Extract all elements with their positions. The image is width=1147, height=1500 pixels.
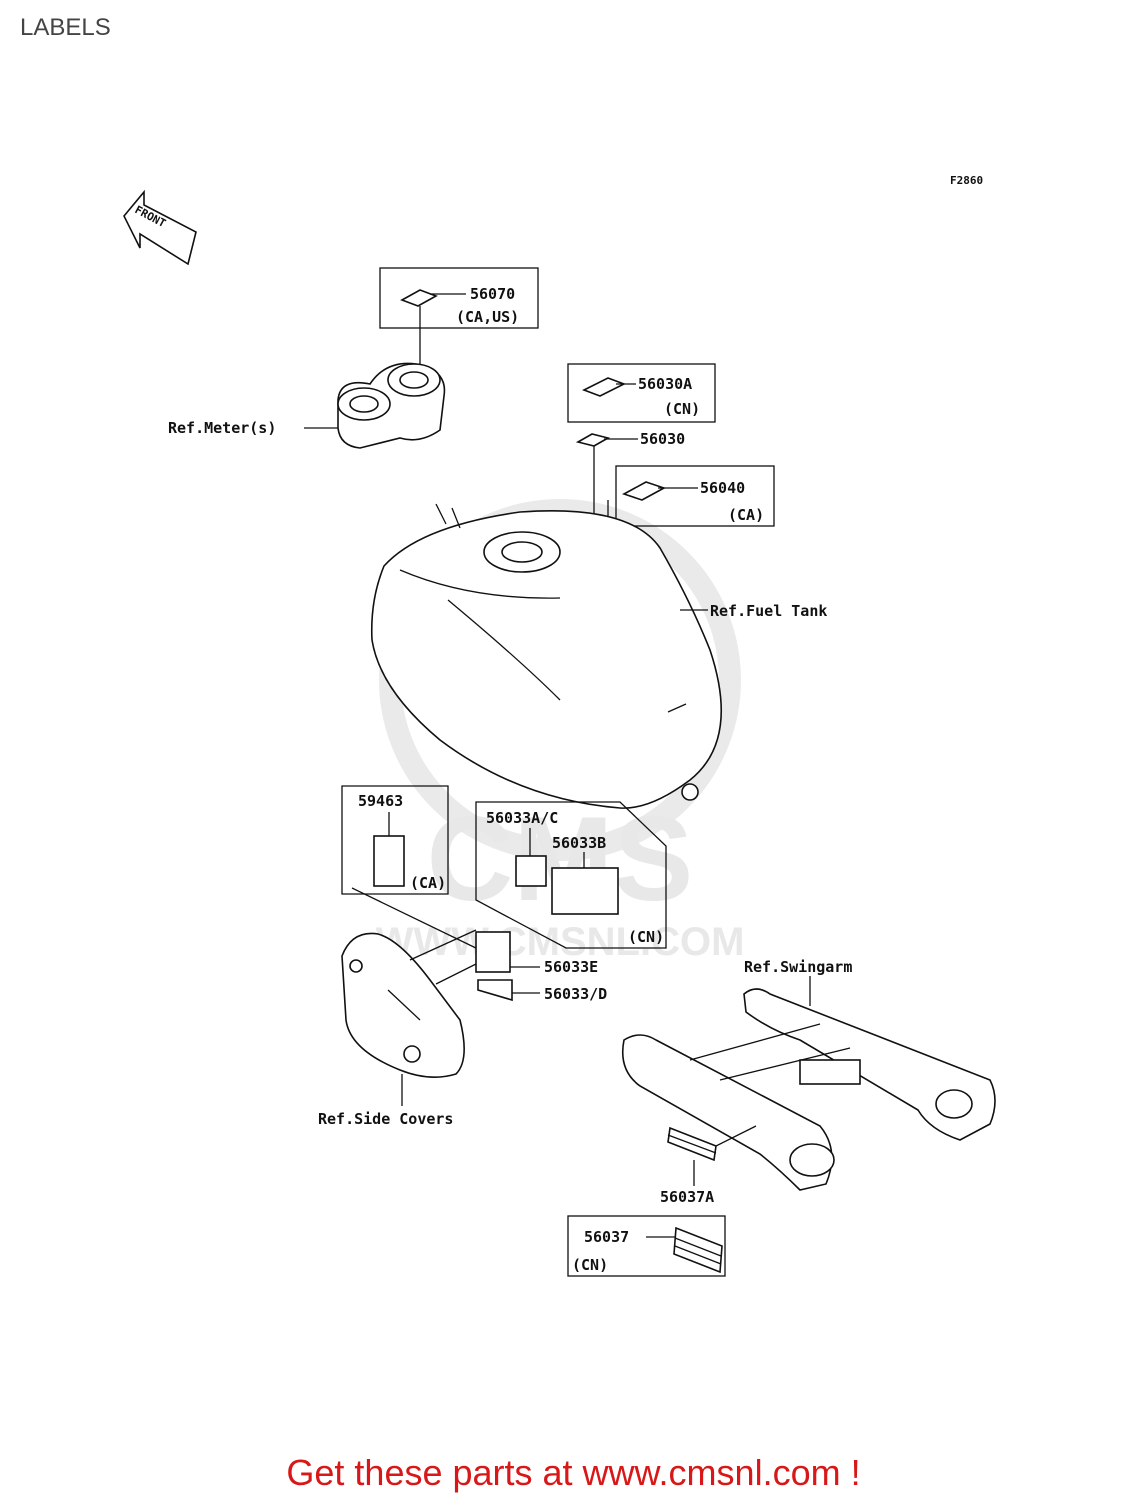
ref-side-covers: Ref.Side Covers xyxy=(318,1110,453,1128)
part-number: 56033B xyxy=(552,834,606,852)
label-sticker-icon xyxy=(515,855,547,887)
label-sticker-icon xyxy=(575,433,611,447)
watermark-url: WWW.CMSNL.COM xyxy=(376,920,745,964)
label-sticker-icon xyxy=(477,979,513,1002)
part-note: (CN) xyxy=(664,400,700,418)
part-number: 56037A xyxy=(660,1188,714,1206)
part-number: 56033E xyxy=(544,958,598,976)
ref-fuel-tank: Ref.Fuel Tank xyxy=(710,602,827,620)
callout-box-56070 xyxy=(379,267,539,329)
callout-box-56030a xyxy=(567,363,716,423)
part-note: (CN) xyxy=(572,1256,608,1274)
parts-diagram: CMS WWW.CMSNL.COM F2860 FRONT 56070 (CA,… xyxy=(123,174,996,1277)
part-number: 56040 xyxy=(700,479,745,497)
fuel-tank xyxy=(370,503,723,809)
footer-link[interactable]: Get these parts at www.cmsnl.com ! xyxy=(286,1452,861,1493)
part-number: 56033/D xyxy=(544,985,607,1003)
ref-swingarm: Ref.Swingarm xyxy=(744,958,852,976)
figure-code: F2860 xyxy=(950,174,983,187)
callout-box-56040 xyxy=(615,465,775,527)
front-arrow-icon: FRONT xyxy=(123,189,197,266)
label-sticker-icon xyxy=(373,835,405,887)
part-note: (CA,US) xyxy=(456,308,519,326)
part-note: (CA) xyxy=(410,874,446,892)
page-title: LABELS xyxy=(20,14,111,41)
callout-box-56033 xyxy=(475,801,667,949)
label-sticker-icon xyxy=(673,1226,723,1274)
label-sticker-icon xyxy=(582,377,626,397)
part-number: 56030 xyxy=(640,430,685,448)
part-number: 56037 xyxy=(584,1228,629,1246)
part-number: 56070 xyxy=(470,285,515,303)
part-note: (CA) xyxy=(728,506,764,524)
side-cover xyxy=(341,932,465,1078)
label-sticker-icon xyxy=(475,931,511,973)
part-number: 56030A xyxy=(638,375,692,393)
meter-assembly xyxy=(337,362,446,449)
ref-meter: Ref.Meter(s) xyxy=(168,419,276,437)
callout-box-59463 xyxy=(341,785,449,895)
callout-box-56037 xyxy=(567,1215,726,1277)
part-number: 59463 xyxy=(358,792,403,810)
part-note: (CN) xyxy=(628,928,664,946)
part-number: 56033A/C xyxy=(486,809,558,827)
label-sticker-icon xyxy=(622,481,666,501)
label-sticker-icon xyxy=(551,867,619,915)
label-sticker-icon xyxy=(400,289,438,307)
swingarm xyxy=(621,988,996,1191)
